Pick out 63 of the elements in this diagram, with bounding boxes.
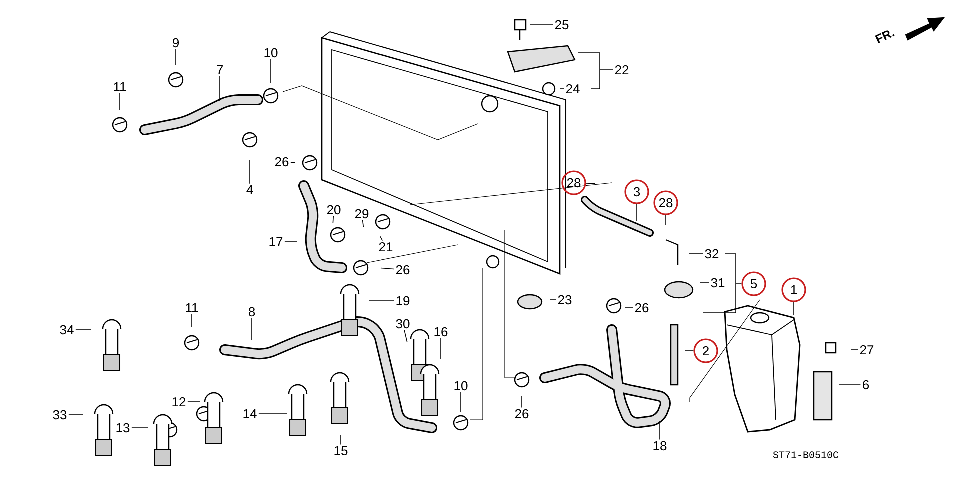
callout-number: 7 (217, 66, 223, 74)
leader-line (404, 330, 408, 342)
circled-callout-number: 28 (562, 170, 586, 196)
leader-line (68, 414, 84, 416)
callout-number: 10 (264, 48, 278, 58)
leader-line (368, 300, 394, 302)
callout-number: 18 (654, 441, 667, 451)
callout-number: 23 (558, 295, 572, 305)
callout-number: 11 (114, 82, 126, 92)
leader-line (838, 384, 862, 386)
leader-line (440, 338, 442, 360)
leader-line (270, 58, 272, 84)
callout-number: 25 (555, 20, 569, 30)
leader-line (684, 350, 694, 352)
callout-number: 21 (379, 242, 393, 252)
callout-number: 31 (711, 278, 725, 288)
callout-number: 19 (396, 296, 410, 306)
circled-callout-number: 2 (694, 338, 718, 364)
callout-number: 16 (434, 327, 448, 337)
leader-line (460, 392, 462, 412)
callout-number: 33 (53, 410, 67, 420)
circled-callout-number: 5 (742, 272, 766, 296)
callout-number: 26 (635, 303, 649, 313)
circled-callout-number: 28 (654, 190, 678, 216)
callout-number: 27 (860, 345, 874, 355)
drawing-code: ST71-B0510C (773, 452, 839, 458)
callout-number: 34 (60, 325, 74, 335)
leader-line (380, 268, 394, 270)
leader-line (636, 204, 638, 222)
callout-number: 26 (275, 157, 289, 167)
leader-line (560, 88, 564, 90)
circled-callout-number: 1 (782, 278, 806, 302)
callout-number: 32 (705, 249, 719, 259)
callout-number: 26 (396, 265, 410, 275)
callout-number: 8 (248, 307, 256, 317)
leader-line (380, 236, 384, 242)
callout-number: 26 (515, 409, 529, 419)
callout-number: 20 (327, 205, 341, 215)
circled-callout-number: 3 (624, 180, 650, 204)
leader-line (290, 162, 296, 164)
callout-number: 11 (186, 304, 198, 312)
leader-line (332, 216, 334, 224)
callout-number: 9 (173, 38, 179, 48)
direction-label: FR. (875, 30, 895, 44)
leader-line (340, 434, 342, 446)
leader-line (530, 24, 554, 26)
leader-line (362, 220, 364, 228)
leader-line (702, 254, 742, 314)
callout-number: 29 (355, 209, 369, 219)
leader-line (586, 183, 596, 184)
callout-number: 22 (615, 65, 629, 75)
callout-number: 24 (566, 84, 580, 94)
callout-number: 6 (863, 380, 870, 390)
callout-number: 12 (172, 397, 186, 407)
leader-line (578, 52, 614, 90)
leader-line (700, 282, 710, 284)
callout-number: 15 (334, 446, 348, 456)
callout-number: 4 (246, 186, 254, 194)
callout-number: 17 (270, 238, 283, 246)
callout-number: 14 (244, 410, 257, 418)
callout-number: 10 (454, 381, 468, 391)
callout-number: 13 (116, 423, 130, 433)
callout-number: 30 (396, 319, 410, 329)
